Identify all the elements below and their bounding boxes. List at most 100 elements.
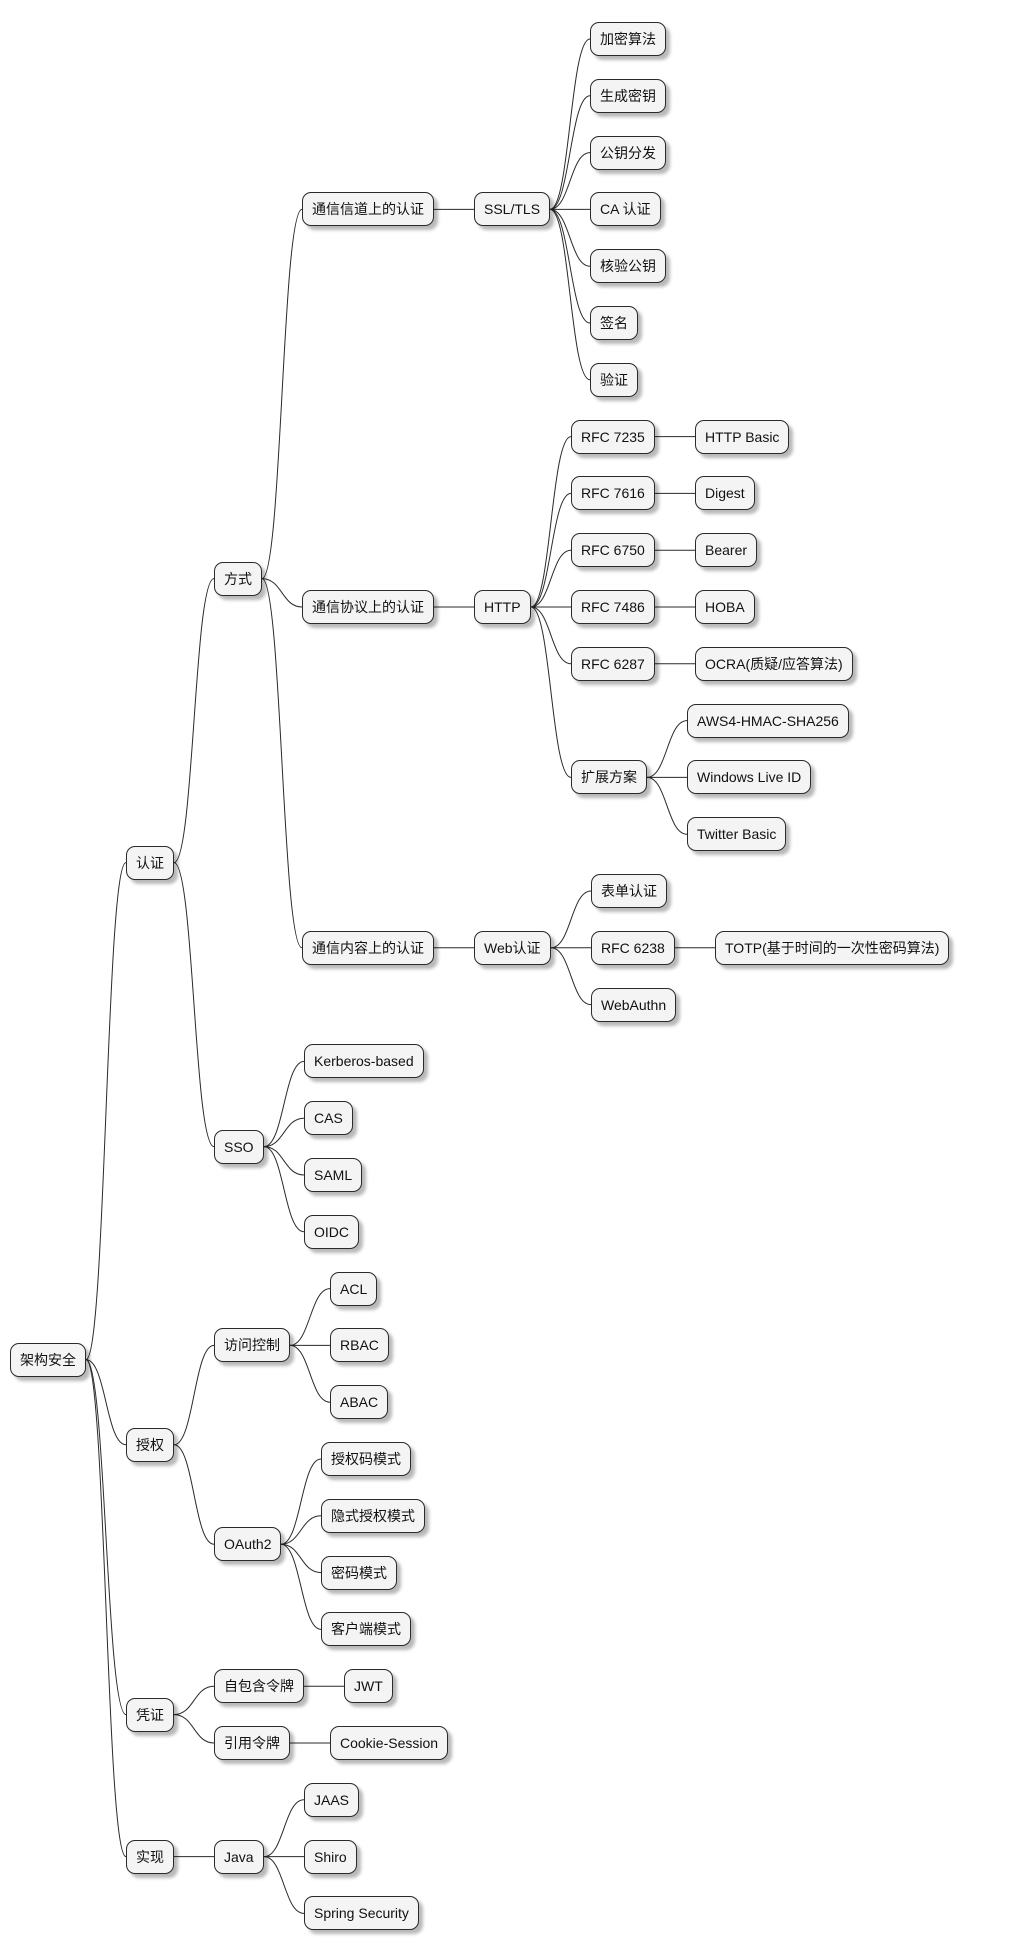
mindmap-node: Java xyxy=(214,1839,264,1874)
mindmap-node: CA 认证 xyxy=(590,192,661,227)
mindmap-connector xyxy=(85,1359,127,1446)
mindmap-node: 通信协议上的认证 xyxy=(302,590,434,624)
mindmap-connector xyxy=(289,1344,331,1403)
mindmap-node: AWS4-HMAC-SHA256 xyxy=(687,703,849,738)
mindmap-connector xyxy=(646,720,688,778)
mindmap-node: 方式 xyxy=(214,561,262,596)
mindmap-node: 通信信道上的认证 xyxy=(302,192,434,227)
mindmap-node: 表单认证 xyxy=(591,874,667,908)
mindmap-connector xyxy=(549,152,591,210)
mindmap-connector xyxy=(549,208,591,324)
mindmap-node: 架构安全 xyxy=(10,1342,86,1377)
mindmap-node: HOBA xyxy=(695,590,755,624)
mindmap-node: CAS xyxy=(304,1101,353,1136)
mindmap-node: 生成密钥 xyxy=(590,78,666,113)
mindmap-connector xyxy=(530,436,572,608)
mindmap-node: Digest xyxy=(695,476,755,511)
mindmap-connector xyxy=(280,1515,322,1545)
mindmap-connector xyxy=(280,1458,322,1545)
mindmap-node: RFC 6750 xyxy=(571,533,655,568)
mindmap-node: 通信内容上的认证 xyxy=(302,930,434,965)
mindmap-node: Cookie-Session xyxy=(330,1726,449,1760)
mindmap-node: RBAC xyxy=(330,1328,389,1363)
mindmap-node: 访问控制 xyxy=(214,1328,290,1363)
mindmap-node: SSL/TLS xyxy=(474,192,551,227)
mindmap-connector xyxy=(173,1344,215,1446)
mindmap-node: 引用令牌 xyxy=(214,1726,290,1760)
mindmap-node: TOTP(基于时间的一次性密码算法) xyxy=(715,930,950,965)
mindmap-connector xyxy=(173,862,215,1148)
mindmap-node: 实现 xyxy=(126,1839,174,1874)
mindmap-node: OAuth2 xyxy=(214,1527,282,1562)
mindmap-node: ABAC xyxy=(330,1385,389,1420)
mindmap-connector xyxy=(261,208,303,580)
mindmap-node: RFC 6287 xyxy=(571,646,655,681)
mindmap-connector xyxy=(549,95,591,210)
mindmap-connector xyxy=(263,1060,305,1148)
mindmap-connector xyxy=(549,38,591,210)
mindmap-connector xyxy=(263,1799,305,1858)
mindmap-connector xyxy=(261,578,303,949)
mindmap-node: JAAS xyxy=(304,1782,360,1817)
mindmap-node: JWT xyxy=(344,1669,393,1704)
mindmap-connector xyxy=(173,578,215,864)
mindmap-connector xyxy=(263,1146,305,1233)
mindmap-connector xyxy=(263,1856,305,1914)
mindmap-connector xyxy=(85,1359,127,1858)
mindmap-node: HTTP Basic xyxy=(695,419,790,454)
mindmap-connector xyxy=(550,947,592,1006)
mindmap-connector xyxy=(530,492,572,608)
mindmap-node: Twitter Basic xyxy=(687,817,787,852)
mindmap-node: Bearer xyxy=(695,533,758,568)
mindmap-connector xyxy=(530,606,572,665)
mindmap-node: 授权 xyxy=(126,1427,174,1462)
mindmap-connector xyxy=(261,578,303,608)
mindmap-node: 签名 xyxy=(590,306,638,340)
mindmap-node: HTTP xyxy=(474,590,531,624)
mindmap-node: RFC 7235 xyxy=(571,419,655,454)
mindmap-connector xyxy=(549,208,591,381)
mindmap-node: OIDC xyxy=(304,1214,359,1249)
mindmap-connector xyxy=(550,890,592,949)
mindmap-node: 扩展方案 xyxy=(571,760,647,795)
mindmap-connector xyxy=(530,606,572,778)
mindmap-connector xyxy=(85,1359,127,1716)
mindmap-node: 客户端模式 xyxy=(321,1612,411,1647)
mindmap-connector xyxy=(263,1117,305,1148)
mindmap-node: Web认证 xyxy=(474,930,551,965)
mindmap-connector xyxy=(263,1146,305,1176)
mindmap-connector xyxy=(173,1714,215,1744)
mindmap-node: WebAuthn xyxy=(591,987,677,1022)
mindmap-node: 验证 xyxy=(590,362,638,397)
mindmap-connector xyxy=(549,208,591,267)
mindmap-node: Spring Security xyxy=(304,1896,419,1931)
mindmap-node: SAML xyxy=(304,1158,363,1192)
mindmap-node: 凭证 xyxy=(126,1697,174,1732)
mindmap-node: Shiro xyxy=(304,1839,357,1874)
mindmap-connector xyxy=(530,549,572,608)
mindmap-node: RFC 7486 xyxy=(571,590,655,624)
mindmap-connector xyxy=(289,1288,331,1346)
mindmap-connector xyxy=(646,776,688,835)
mindmap-node: Windows Live ID xyxy=(687,760,812,795)
mindmap-node: ACL xyxy=(330,1271,378,1306)
mindmap-node: OCRA(质疑/应答算法) xyxy=(695,646,853,681)
mindmap-node: 公钥分发 xyxy=(590,135,666,170)
mindmap-connector xyxy=(280,1543,322,1630)
mindmap-connector xyxy=(280,1543,322,1574)
mindmap-node: 密码模式 xyxy=(321,1555,397,1590)
mindmap-node: 授权码模式 xyxy=(321,1442,411,1476)
mindmap-connector xyxy=(173,1444,215,1545)
mindmap-node: Kerberos-based xyxy=(304,1044,424,1079)
mindmap-connector xyxy=(85,862,127,1361)
mindmap-node: SSO xyxy=(214,1129,264,1164)
mindmap-node: RFC 7616 xyxy=(571,476,655,511)
mindmap-node: 加密算法 xyxy=(590,22,666,56)
mindmap-node: RFC 6238 xyxy=(591,930,675,965)
mindmap-node: 认证 xyxy=(126,845,174,880)
mindmap-node: 核验公钥 xyxy=(590,249,666,284)
mindmap-node: 隐式授权模式 xyxy=(321,1498,425,1533)
mindmap-connector xyxy=(173,1685,215,1716)
